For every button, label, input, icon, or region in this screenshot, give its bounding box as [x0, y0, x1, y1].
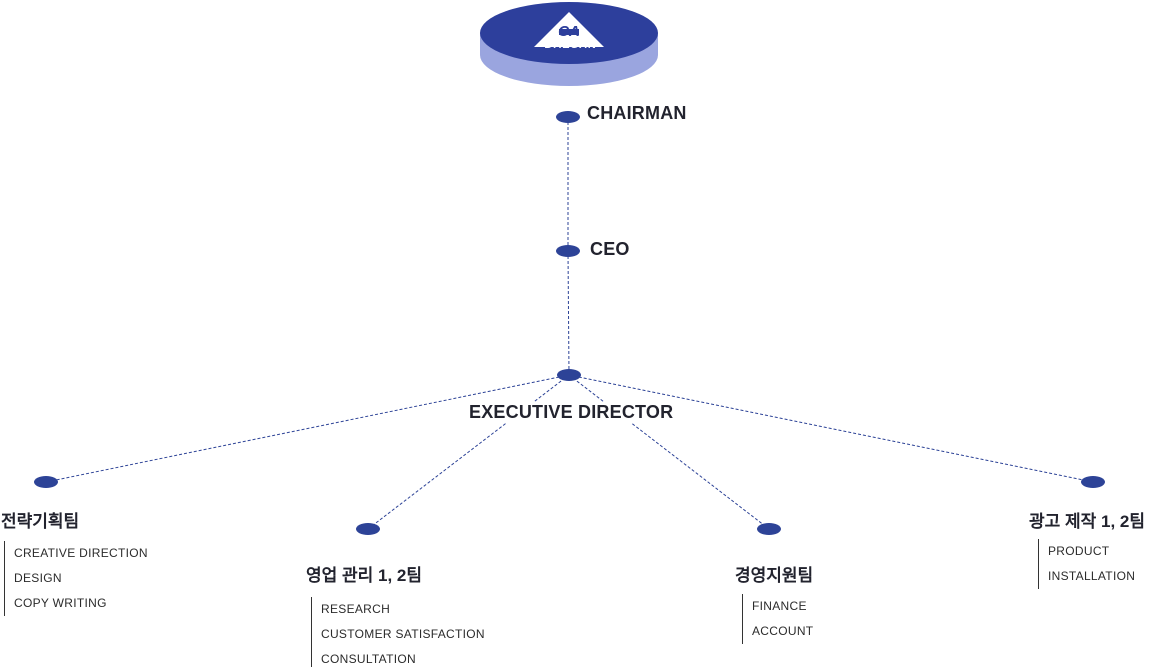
- logo-mark-text: CA: [558, 23, 580, 40]
- team-item: CONSULTATION: [321, 652, 416, 666]
- connector-ceo-exec: [567, 250, 570, 376]
- team-title-strategy: 전략기획팀: [1, 512, 80, 531]
- connector-exec-management: [568, 374, 770, 530]
- team-item: PRODUCT: [1048, 544, 1110, 558]
- node-dot-strategy: [34, 476, 58, 488]
- team-item: INSTALLATION: [1048, 569, 1136, 583]
- team-items-production: PRODUCT INSTALLATION: [1038, 539, 1135, 589]
- connector-exec-strategy: [45, 374, 570, 483]
- node-dot-sales: [356, 523, 380, 535]
- ceo-label: CEO: [590, 239, 630, 259]
- executive-director-label: EXECUTIVE DIRECTOR: [467, 402, 676, 423]
- team-items-strategy: CREATIVE DIRECTION DESIGN COPY WRITING: [4, 541, 148, 616]
- team-item: COPY WRITING: [14, 596, 107, 610]
- team-item: FINANCE: [752, 599, 807, 613]
- team-item: RESEARCH: [321, 602, 391, 616]
- node-dot-ceo: [556, 245, 580, 257]
- team-item: ACCOUNT: [752, 624, 814, 638]
- team-items-management: FINANCE ACCOUNT: [742, 594, 813, 644]
- node-dot-production: [1081, 476, 1105, 488]
- node-dot-chairman: [556, 111, 580, 123]
- team-title-management: 경영지원팀: [735, 566, 814, 585]
- team-items-sales: RESEARCH CUSTOMER SATISFACTION CONSULTAT…: [311, 597, 485, 667]
- team-item: CREATIVE DIRECTION: [14, 546, 148, 560]
- team-item: DESIGN: [14, 571, 62, 585]
- team-title-production: 광고 제작 1, 2팀: [1029, 512, 1146, 531]
- team-item: CUSTOMER SATISFACTION: [321, 627, 485, 641]
- node-dot-exec: [557, 369, 581, 381]
- team-title-sales: 영업 관리 1, 2팀: [306, 566, 423, 585]
- chairman-label: CHAIRMAN: [587, 103, 687, 123]
- logo-wordmark: DAESAN: [545, 39, 598, 51]
- connector-exec-production: [568, 374, 1094, 483]
- connector-exec-sales: [367, 374, 570, 530]
- node-dot-management: [757, 523, 781, 535]
- daesan-logo: CA DAESAN: [480, 2, 658, 86]
